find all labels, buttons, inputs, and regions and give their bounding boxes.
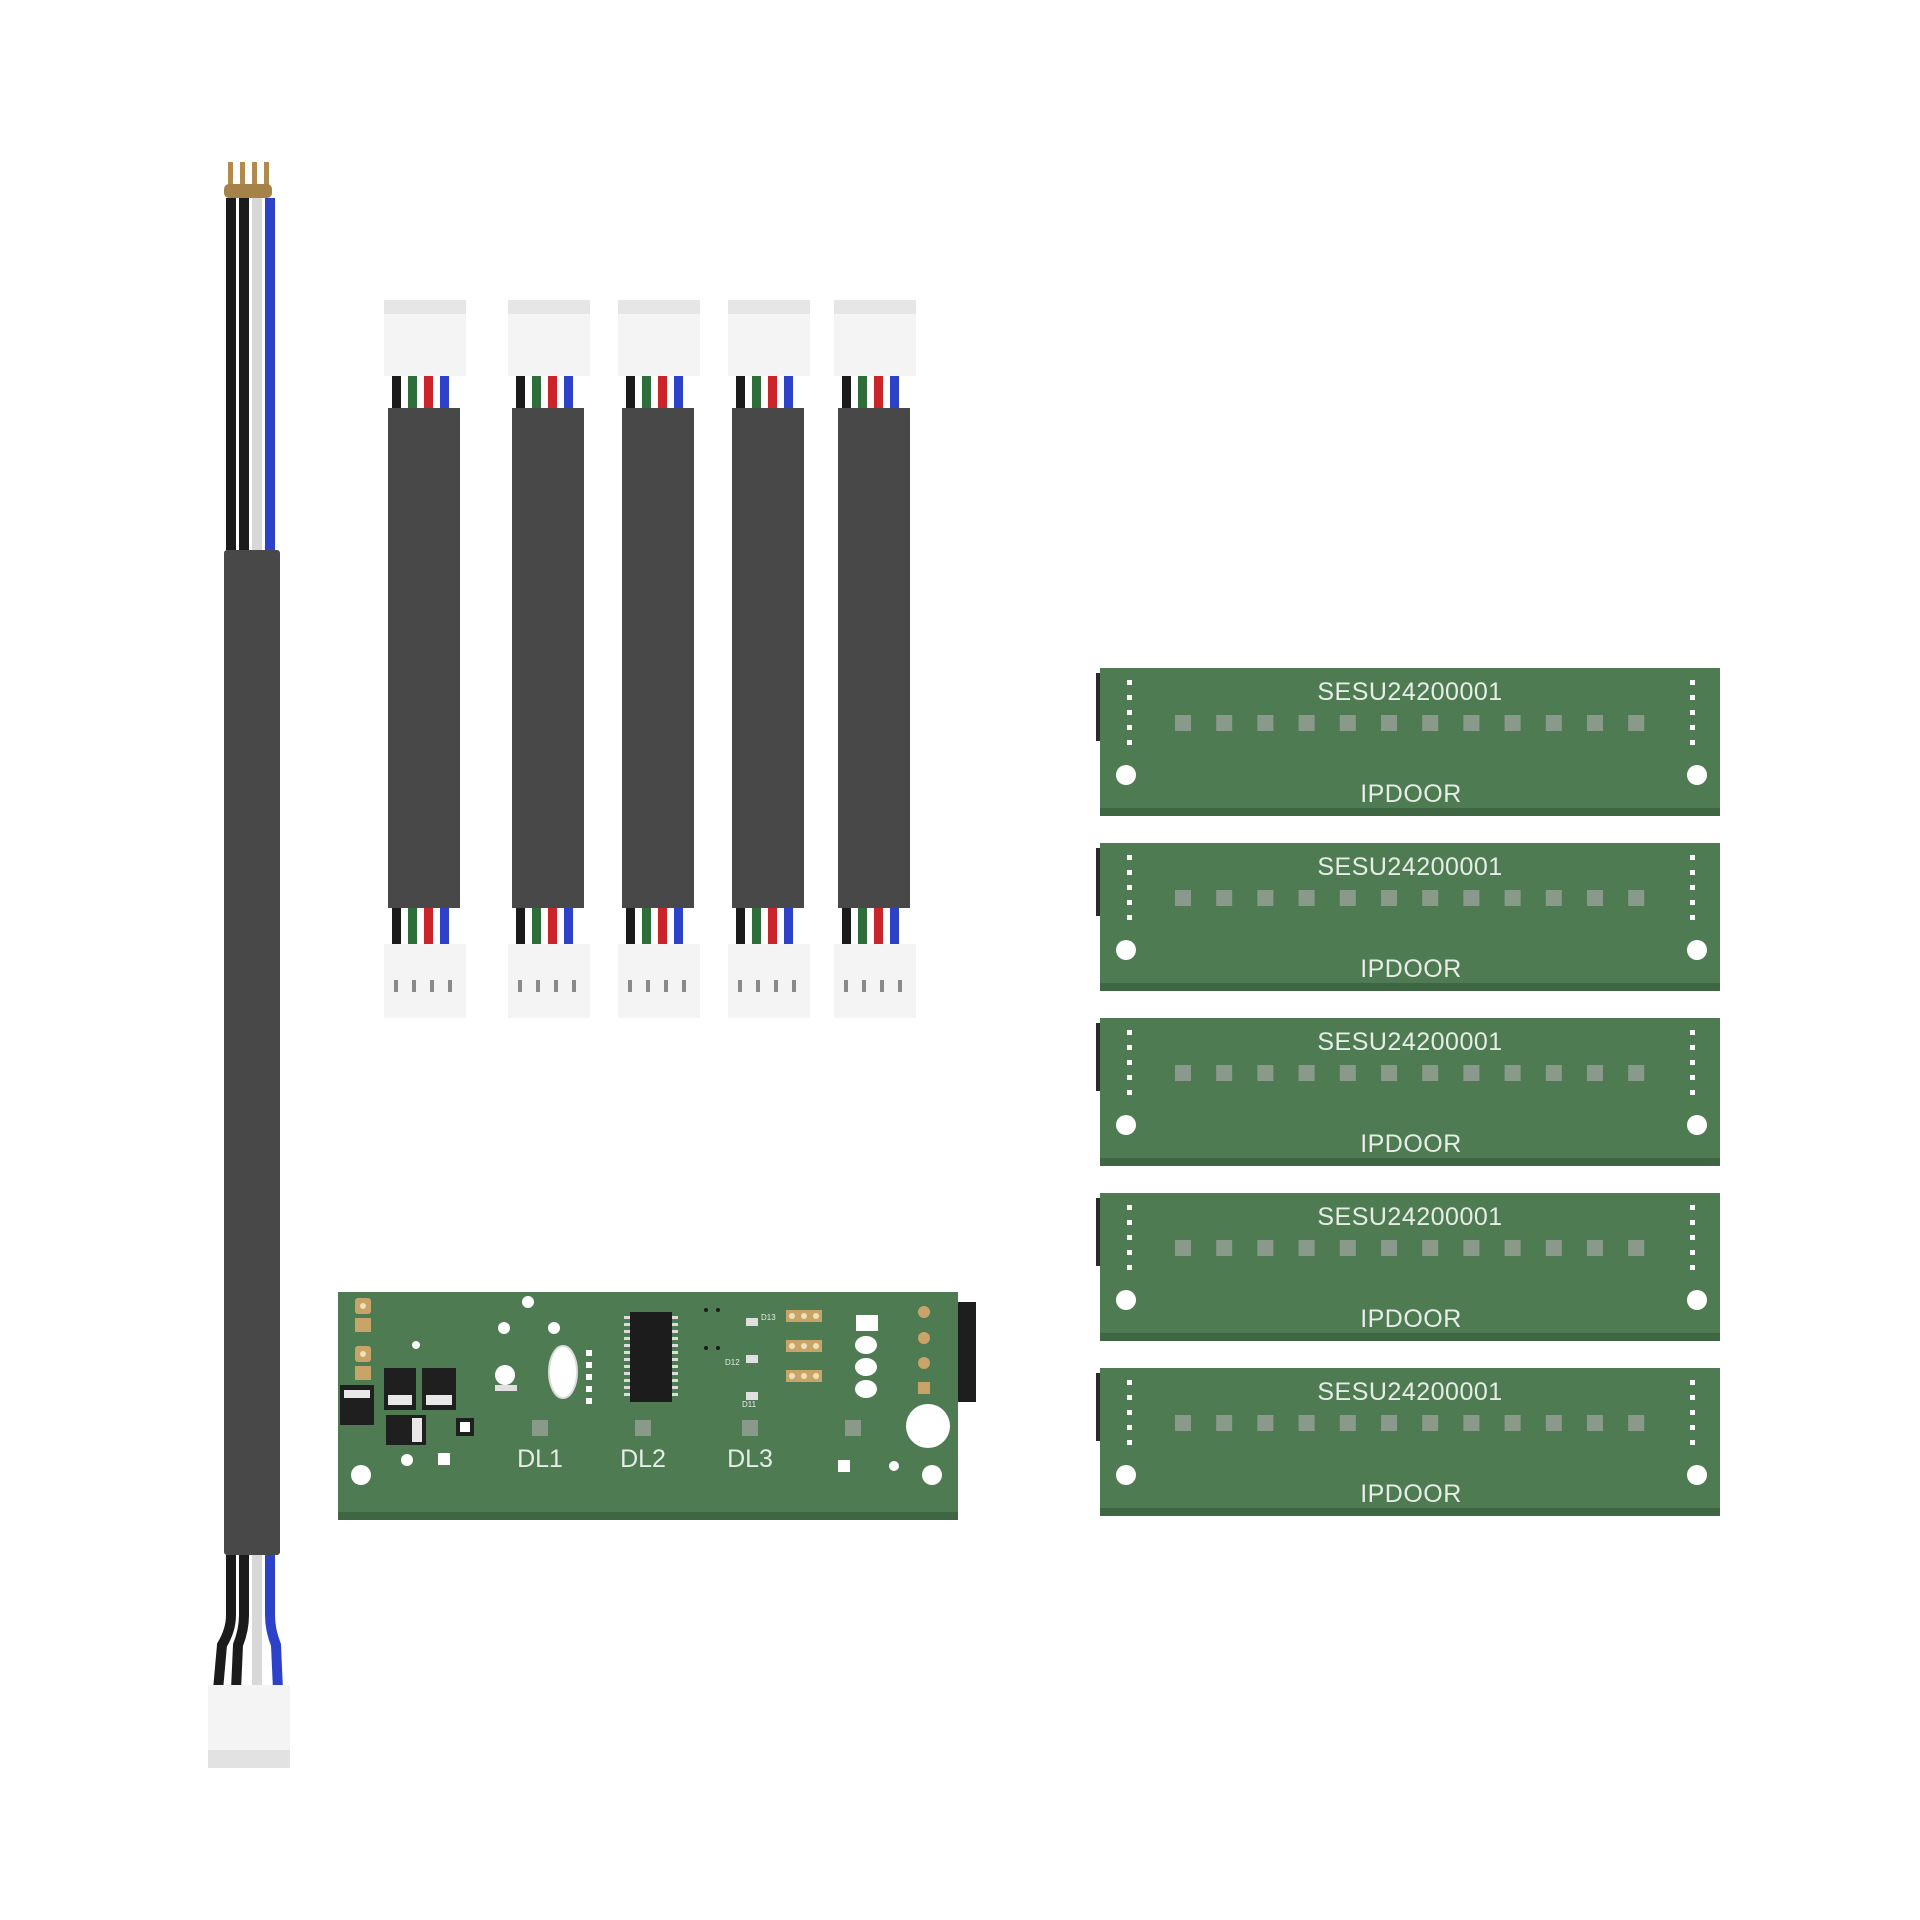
controller-board bbox=[338, 1292, 976, 1520]
header-pads bbox=[786, 1310, 822, 1382]
led-board bbox=[1096, 1018, 1720, 1166]
board-serial-label: SESU24200001 bbox=[1317, 1378, 1503, 1406]
led-board bbox=[1096, 843, 1720, 991]
board-serial-label: SESU24200001 bbox=[1317, 853, 1503, 881]
diode-label-d12: D12 bbox=[725, 1358, 740, 1367]
mount-hole-right bbox=[922, 1465, 942, 1485]
board-brand-label: IPDOOR bbox=[1360, 1130, 1462, 1158]
board-serial-label: SESU24200001 bbox=[1317, 1203, 1503, 1231]
short-cable bbox=[834, 300, 916, 1018]
board-brand-label: IPDOOR bbox=[1360, 1480, 1462, 1508]
ic-chip bbox=[624, 1312, 678, 1402]
led-label-dl1: DL1 bbox=[517, 1445, 563, 1473]
terminal-pads bbox=[355, 1298, 371, 1380]
long-cable-upper-wires bbox=[226, 198, 275, 550]
crystal-and-parts bbox=[495, 1296, 592, 1404]
long-cable-jacket bbox=[224, 550, 280, 1555]
long-cable-bottom-connector bbox=[208, 1685, 290, 1768]
led-board bbox=[1096, 668, 1720, 816]
long-cable bbox=[208, 162, 290, 1768]
right-components bbox=[838, 1306, 950, 1472]
led-label-dl3: DL3 bbox=[727, 1445, 773, 1473]
short-cables bbox=[384, 300, 916, 1018]
board-brand-label: IPDOOR bbox=[1360, 780, 1462, 808]
led-boards bbox=[1096, 668, 1720, 1516]
short-cable bbox=[728, 300, 810, 1018]
led-label-dl2: DL2 bbox=[620, 1445, 666, 1473]
long-cable-top-pins bbox=[224, 162, 272, 198]
side-connector bbox=[958, 1302, 976, 1402]
led-board bbox=[1096, 1193, 1720, 1341]
diode-label-d13: D13 bbox=[761, 1313, 776, 1322]
diodes bbox=[704, 1308, 758, 1400]
mount-hole-left bbox=[351, 1465, 371, 1485]
long-cable-lower-wires bbox=[213, 1555, 283, 1691]
short-cable bbox=[508, 300, 590, 1018]
led-pads bbox=[532, 1420, 861, 1436]
board-serial-label: SESU24200001 bbox=[1317, 1028, 1503, 1056]
board-brand-label: IPDOOR bbox=[1360, 955, 1462, 983]
board-brand-label: IPDOOR bbox=[1360, 1305, 1462, 1333]
board-serial-label: SESU24200001 bbox=[1317, 678, 1503, 706]
diode-label-d11: D11 bbox=[742, 1400, 757, 1409]
power-components bbox=[340, 1341, 474, 1466]
short-cable bbox=[384, 300, 466, 1018]
led-board bbox=[1096, 1368, 1720, 1516]
short-cable bbox=[618, 300, 700, 1018]
